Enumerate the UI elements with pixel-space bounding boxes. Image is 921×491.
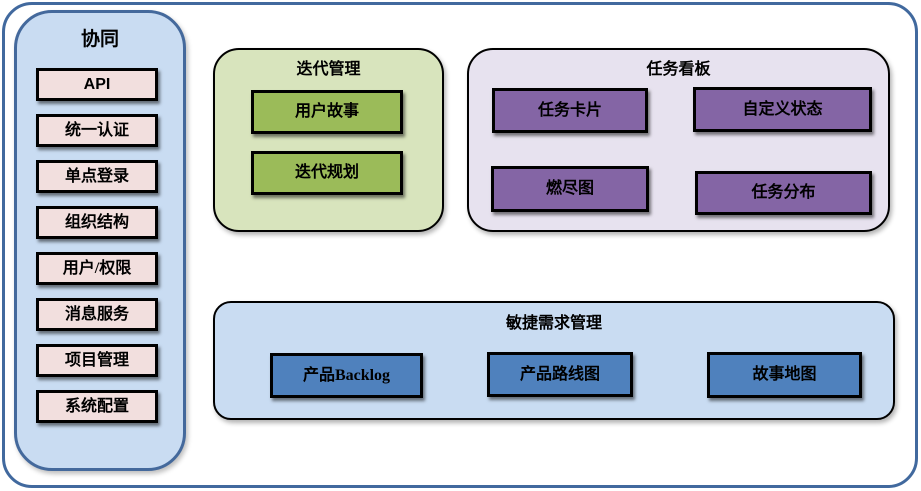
sidebar-item-sso: 单点登录 <box>36 160 158 193</box>
sidebar-item-user-permission: 用户/权限 <box>36 252 158 285</box>
item-user-story: 用户故事 <box>251 90 403 134</box>
sidebar-item-system-config: 系统配置 <box>36 390 158 423</box>
item-product-backlog: 产品Backlog <box>270 353 423 398</box>
iteration-management-panel <box>213 48 444 232</box>
item-custom-status: 自定义状态 <box>693 87 872 132</box>
item-iteration-planning: 迭代规划 <box>251 151 403 195</box>
item-burndown-chart: 燃尽图 <box>491 166 649 212</box>
sidebar-item-unified-auth: 统一认证 <box>36 114 158 147</box>
iteration-management-title: 迭代管理 <box>296 61 361 78</box>
item-task-distribution: 任务分布 <box>695 171 872 215</box>
sidebar-item-project-mgmt: 项目管理 <box>36 344 158 377</box>
agile-requirements-title: 敏捷需求管理 <box>505 315 602 332</box>
item-story-map: 故事地图 <box>707 352 862 398</box>
sidebar-item-message-service: 消息服务 <box>36 298 158 331</box>
collaboration-panel-title: 协同 <box>80 29 119 50</box>
sidebar-item-org-structure: 组织结构 <box>36 206 158 239</box>
task-board-title: 任务看板 <box>646 61 711 78</box>
item-task-card: 任务卡片 <box>492 88 648 133</box>
item-product-roadmap: 产品路线图 <box>487 352 633 397</box>
sidebar-item-api: API <box>36 68 158 101</box>
